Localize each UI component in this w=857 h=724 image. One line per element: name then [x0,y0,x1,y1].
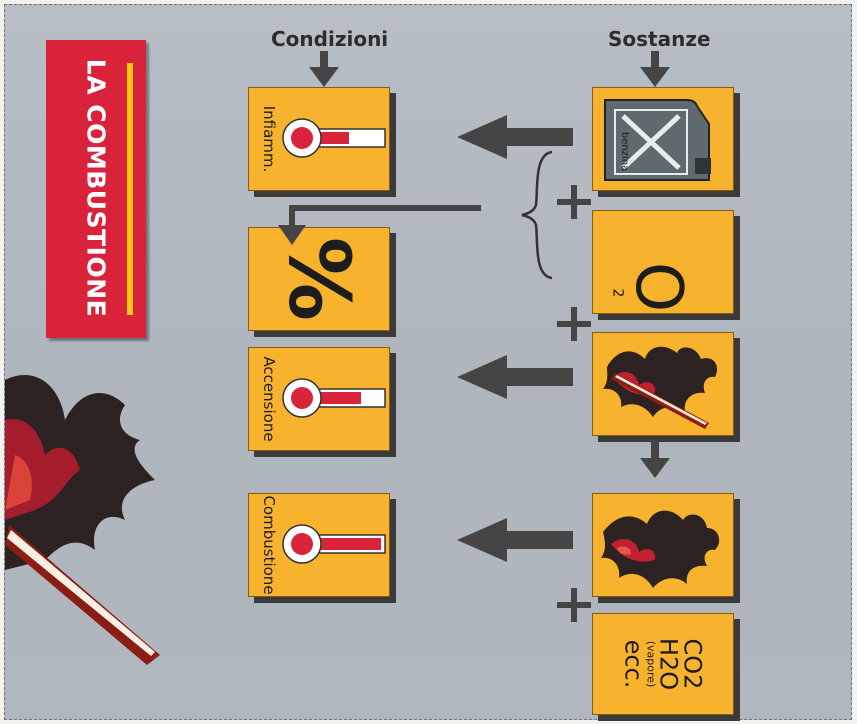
conditions-header: Condizioni [271,27,388,51]
match-ignition-box [592,332,734,436]
process-down-arrow [636,440,676,484]
gasoline-box: benzina [592,87,734,191]
oxygen-subscript: 2 [609,289,625,298]
etc-label: ecc. [622,638,646,690]
substances-down-arrow [636,51,676,91]
thermometer-icon [281,377,391,419]
lit-match-icon [597,337,727,431]
thermometer-icon [281,117,391,159]
thermometer-icon [281,523,391,565]
combustion-flame-box [592,493,734,597]
oxygen-symbol: O [626,262,690,312]
plus-sign-3 [557,588,591,622]
combustion-box: Combustione [248,493,390,597]
conditions-down-arrow [305,51,345,91]
title-stripe [127,63,133,315]
plus-sign-2 [557,307,591,341]
grouping-brace [520,150,560,280]
plus-sign-1 [557,185,591,219]
combustion-label: Combustione [260,495,278,594]
combustion-arrow [457,518,577,562]
oxygen-box: O 2 [592,210,734,314]
fuel-canister-icon [599,94,723,186]
gasoline-label: benzina [619,132,630,171]
h2o-label: H2O [657,638,681,690]
burning-match-icon [5,360,205,670]
ignition-box: Accensione [248,347,390,451]
substances-header: Sostanze [608,27,711,51]
ignition-arrow [457,355,577,399]
co2-label: CO2 [681,638,705,690]
ignition-label: Accensione [260,356,278,441]
products-box: CO2 H2O (vapore) ecc. [592,613,734,715]
products-text: CO2 H2O (vapore) ecc. [622,638,705,690]
concentration-arrow [275,201,485,251]
page-title: LA COMBUSTIONE [82,59,111,317]
flammability-label: Infiamm. [260,106,278,173]
flame-icon [597,498,727,592]
diagram-panel: Condizioni Sostanze LA COMBUSTIONE Infia… [4,4,852,720]
flammability-box: Infiamm. [248,87,390,191]
